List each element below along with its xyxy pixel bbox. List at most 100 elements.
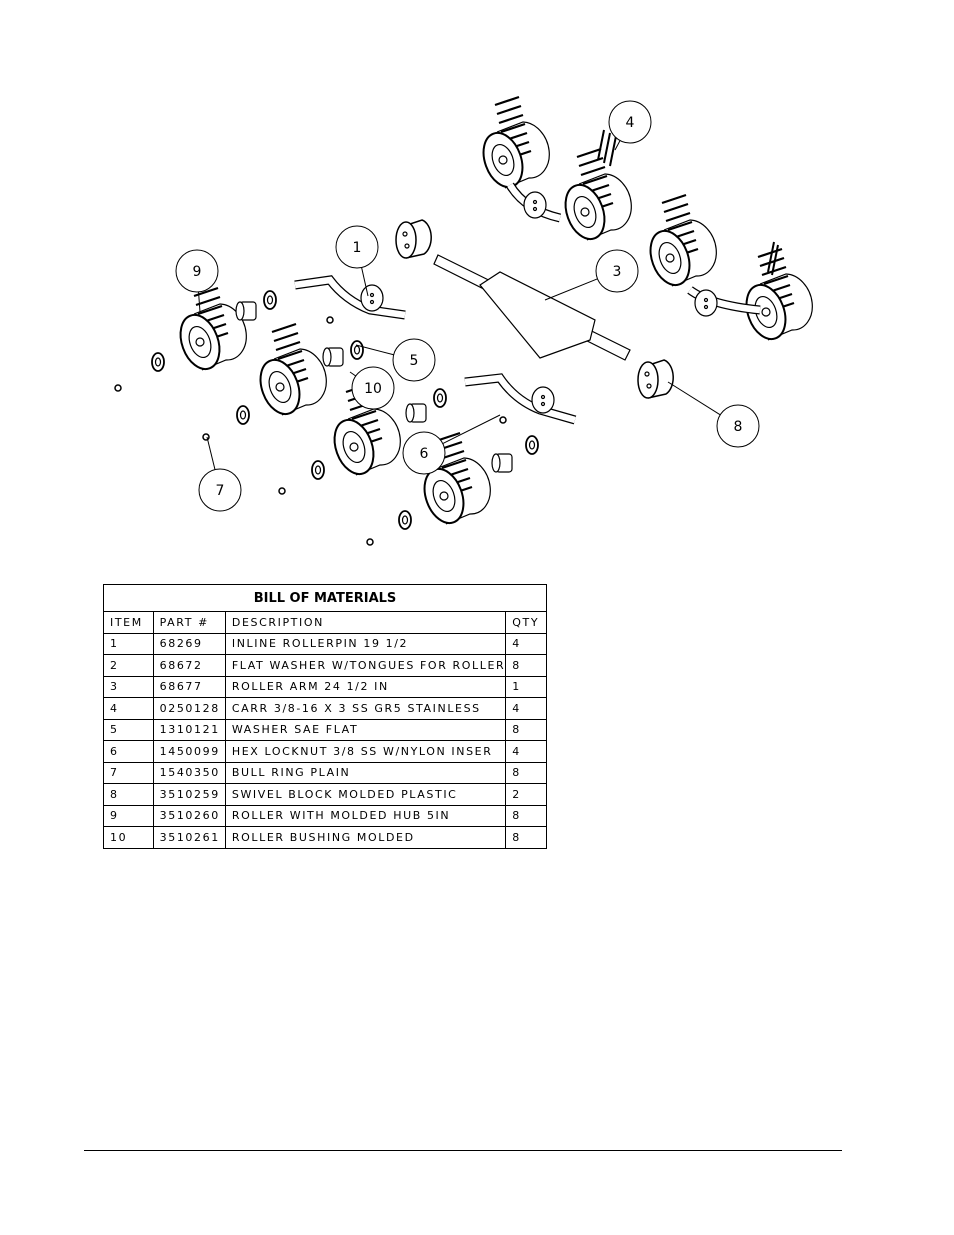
carriage-bolt	[767, 241, 775, 273]
carriage-bolt	[771, 244, 779, 276]
cell-item: 7	[103, 761, 154, 784]
cell-item: 10	[103, 826, 154, 849]
bull-ring	[202, 433, 210, 441]
washer	[350, 340, 364, 360]
pin-plate	[694, 289, 718, 317]
diagram-parts	[114, 95, 813, 546]
cell-item: 2	[103, 654, 154, 677]
callout-3: 3	[544, 249, 639, 301]
roller	[333, 382, 401, 476]
bull-ring	[278, 487, 286, 495]
callout-number: 1	[353, 240, 362, 256]
cell-item: 8	[103, 783, 154, 806]
callout-circle	[198, 468, 242, 512]
cell-description: WASHER SAE FLAT	[224, 718, 507, 741]
leader-line	[667, 381, 721, 416]
washer	[151, 352, 165, 372]
cell-part: 68269	[152, 632, 226, 655]
roller	[564, 147, 632, 241]
cell-description: SWIVEL BLOCK MOLDED PLASTIC	[224, 783, 507, 806]
callout-number: 9	[193, 264, 202, 280]
cell-item: 6	[103, 740, 154, 763]
cell-qty: 8	[505, 718, 547, 741]
leader-line	[355, 344, 394, 356]
cell-part: 3510261	[152, 826, 226, 849]
leader-line	[614, 140, 621, 151]
cell-part: 68677	[152, 675, 226, 698]
cell-qty: 8	[505, 826, 547, 849]
cell-description: ROLLER WITH MOLDED HUB 5IN	[224, 804, 507, 827]
cell-qty: 8	[505, 804, 547, 827]
cell-description: ROLLER BUSHING MOLDED	[224, 826, 507, 849]
footer-rule	[84, 1150, 842, 1151]
callout-circle	[351, 366, 395, 410]
roller-pin	[294, 275, 406, 320]
cell-description: INLINE ROLLERPIN 19 1/2	[224, 632, 507, 655]
header-description: DESCRIPTION	[224, 611, 507, 634]
callout-4: 4	[608, 100, 652, 151]
roller-bushing	[235, 301, 257, 321]
swivel-block	[637, 359, 674, 399]
callout-number: 3	[613, 264, 622, 280]
roller-bushing	[322, 347, 344, 367]
cell-part: 68672	[152, 654, 226, 677]
cell-item: 1	[103, 632, 154, 655]
cell-item: 5	[103, 718, 154, 741]
roller	[745, 247, 813, 341]
cell-description: CARR 3/8-16 X 3 SS GR5 STAINLESS	[224, 697, 507, 720]
bull-ring	[499, 416, 507, 424]
callout-circle	[175, 249, 219, 293]
callout-number: 7	[216, 483, 225, 499]
leader-line	[361, 267, 369, 297]
cell-description: BULL RING PLAIN	[224, 761, 507, 784]
washer	[263, 290, 277, 310]
pin-plate	[531, 386, 555, 414]
cell-item: 3	[103, 675, 154, 698]
roller-pin	[464, 373, 577, 425]
cell-qty: 8	[505, 761, 547, 784]
carriage-bolt	[603, 132, 611, 164]
cell-description: FLAT WASHER W/TONGUES FOR ROLLER	[224, 654, 507, 677]
roller-arm	[433, 254, 631, 361]
callout-circle	[608, 100, 652, 144]
callout-number: 4	[626, 115, 635, 131]
cell-item: 4	[103, 697, 154, 720]
callout-10: 10	[349, 366, 395, 410]
cell-part: 1450099	[152, 740, 226, 763]
callout-7: 7	[198, 436, 242, 512]
cell-qty: 1	[505, 675, 547, 698]
cell-part: 0250128	[152, 697, 226, 720]
callout-number: 8	[734, 419, 743, 435]
bill-of-materials-table: BILL OF MATERIALS ITEM PART # DESCRIPTIO…	[103, 584, 547, 849]
callout-circle	[595, 249, 639, 293]
bom-title: BILL OF MATERIALS	[103, 584, 547, 612]
callout-circle	[716, 404, 760, 448]
leader-line	[544, 278, 598, 301]
cell-qty: 4	[505, 632, 547, 655]
washer	[236, 405, 250, 425]
pin-plate	[523, 191, 547, 219]
cell-part: 1540350	[152, 761, 226, 784]
cell-qty: 8	[505, 654, 547, 677]
roller	[259, 322, 327, 416]
carriage-bolt	[597, 129, 605, 161]
cell-part: 1310121	[152, 718, 226, 741]
roller	[423, 431, 491, 525]
washer	[311, 460, 325, 480]
callout-8: 8	[667, 381, 760, 448]
washer	[433, 388, 447, 408]
cell-item: 9	[103, 804, 154, 827]
washer	[525, 435, 539, 455]
roller	[179, 277, 247, 371]
cell-description: ROLLER ARM 24 1/2 IN	[224, 675, 507, 698]
carriage-bolt	[609, 135, 617, 167]
header-part: PART #	[152, 611, 226, 634]
bull-ring	[114, 384, 122, 392]
callout-6: 6	[402, 414, 501, 475]
